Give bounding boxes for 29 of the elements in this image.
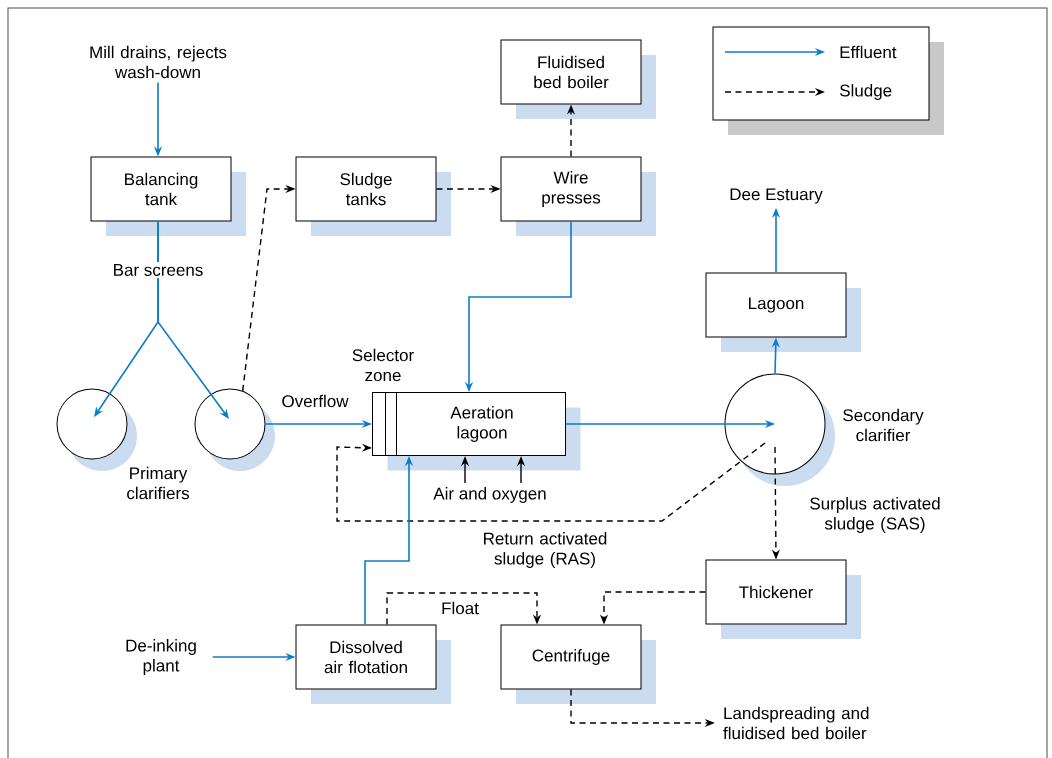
text-label: Primary clarifiers xyxy=(127,466,189,500)
arrow xyxy=(386,592,542,626)
arrow xyxy=(157,220,229,419)
flow-label: Air and oxygen xyxy=(433,487,546,503)
edge-label: Float xyxy=(439,599,481,617)
process-box: Wire presses xyxy=(500,156,656,236)
process-box: Centrifuge xyxy=(500,624,656,704)
process-box: Dissolved air flotation xyxy=(295,624,451,704)
clarifier-circle xyxy=(194,388,275,471)
process-box: Sludge tanks xyxy=(295,156,451,236)
edge-label: Bar screens xyxy=(110,262,206,278)
node-caption: Secondary clarifier xyxy=(843,408,924,442)
legend-text: Sludge xyxy=(840,84,892,100)
flow-label: Mill drains, rejects wash-down xyxy=(90,45,227,79)
node-caption: Selector zone xyxy=(352,348,414,382)
process-box: Lagoon xyxy=(705,272,861,352)
flow-label: De-inking plant xyxy=(126,639,196,675)
flow-label: Landspreading and fluidised bed boiler xyxy=(723,706,869,740)
edge-label: Return activated sludge (RAS) xyxy=(473,530,617,570)
aeration-lagoon-box: Aeration lagoon xyxy=(372,392,581,471)
edge-label: Surplus activated sludge (SAS) xyxy=(798,495,952,535)
edge-label: Overflow xyxy=(279,392,351,410)
clarifier-circle xyxy=(724,373,835,486)
arrow xyxy=(336,442,766,522)
process-box: Thickener xyxy=(705,559,861,639)
legend-text: Effluent xyxy=(840,45,897,59)
process-box: Fluidised bed boiler xyxy=(500,39,656,119)
process-box: Balancing tank xyxy=(90,156,246,236)
flow-label: Dee Estuary xyxy=(730,188,823,204)
